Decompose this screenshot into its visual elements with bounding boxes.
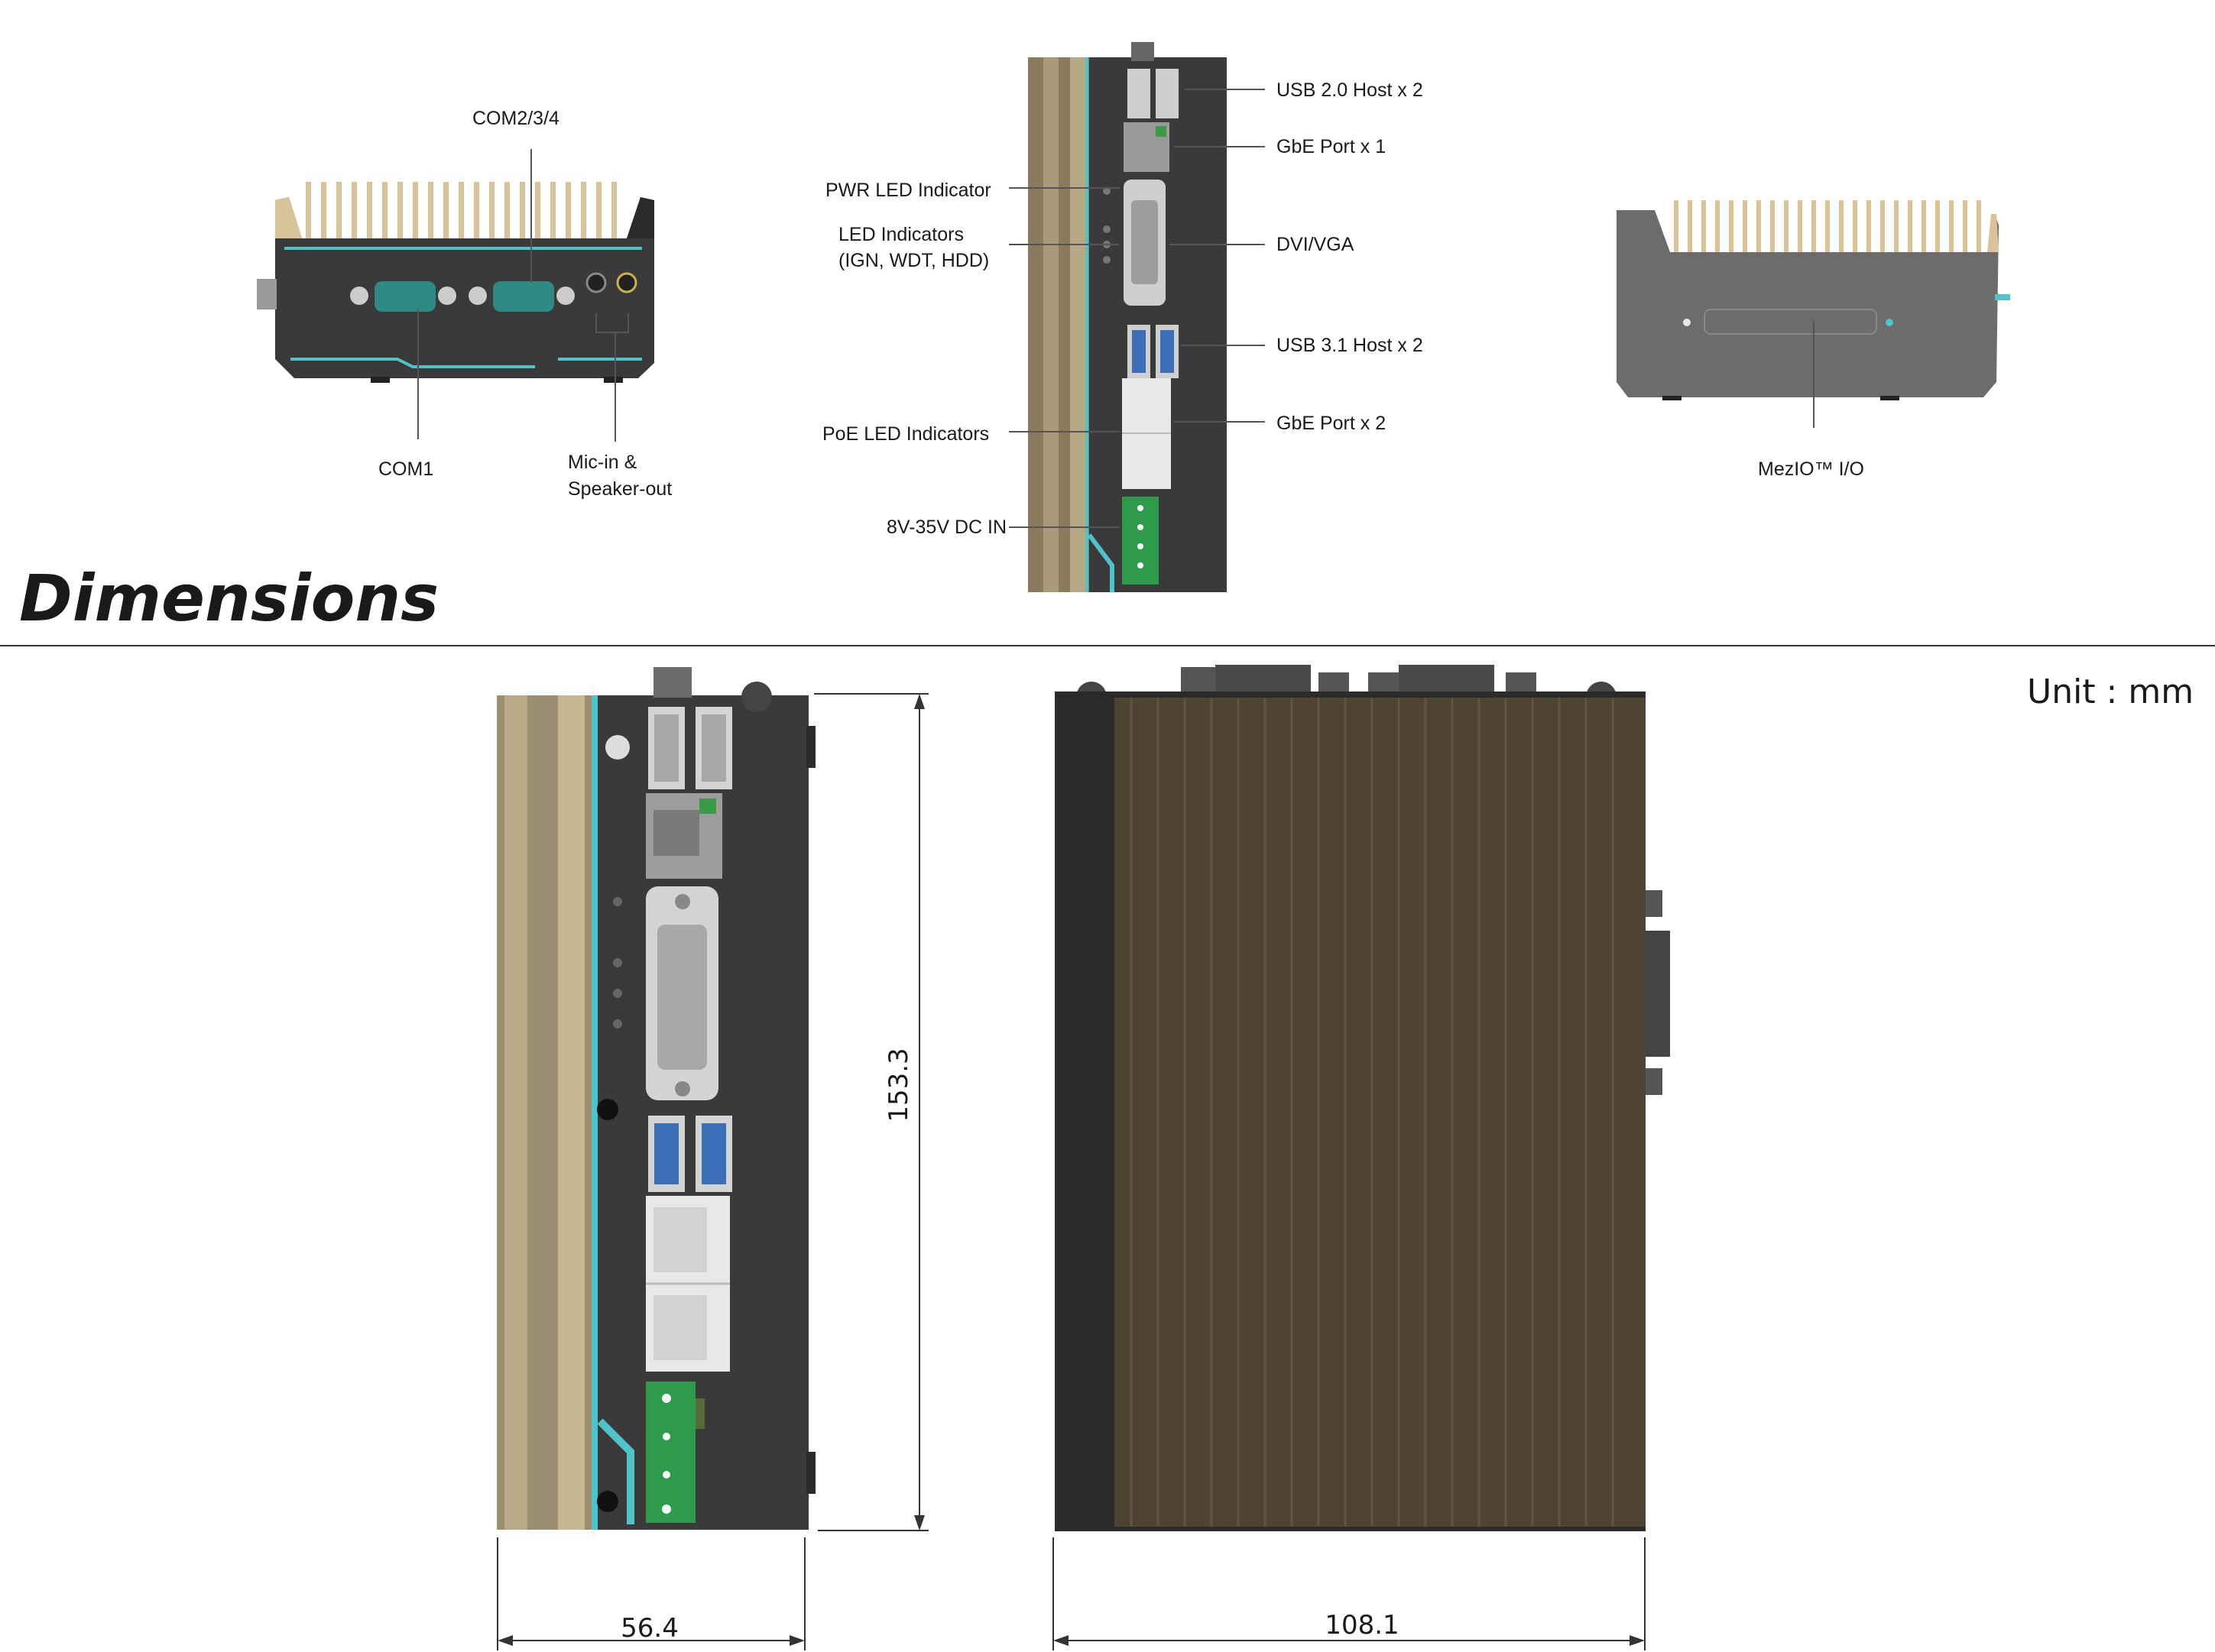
front-view-leaders <box>417 149 629 442</box>
mezio-view-fins <box>1674 200 1981 254</box>
dim-side-view-fins <box>1130 695 1614 1530</box>
label-com234: COM2/3/4 <box>472 108 559 129</box>
front-view-fins <box>306 182 617 241</box>
front-view <box>257 182 654 383</box>
section-title: Dimensions <box>19 561 439 636</box>
dim-rear-view <box>497 667 816 1530</box>
label-gbe1: GbE Port x 1 <box>1276 136 1386 157</box>
dim-height-line <box>814 693 929 1531</box>
label-usb31: USB 3.1 Host x 2 <box>1276 335 1423 356</box>
label-gbe2: GbE Port x 2 <box>1276 413 1386 434</box>
mezio-view <box>1617 200 2010 428</box>
rear-view <box>1028 42 1227 592</box>
unit-label: Unit : mm <box>2027 672 2194 711</box>
dim-side-view <box>1055 665 1670 1531</box>
dim-depth-line <box>1052 1537 1646 1650</box>
rear-view-leaders <box>1009 89 1265 528</box>
label-speaker-out: Speaker-out <box>568 478 672 500</box>
label-mic-in: Mic-in & <box>568 452 637 473</box>
dim-depth-value: 108.1 <box>1325 1610 1399 1641</box>
rear-view-usb31-a <box>1132 330 1146 373</box>
rear-view-dc-terminal <box>1122 497 1159 585</box>
label-poe-led: PoE LED Indicators <box>822 423 989 445</box>
label-mezio: MezIO™ I/O <box>1758 458 1864 480</box>
rear-view-usb20-a <box>1127 69 1150 118</box>
dim-height-value: 153.3 <box>884 1048 914 1122</box>
label-led-indicators: LED Indicators <box>838 224 964 245</box>
dim-width-value: 56.4 <box>621 1613 679 1644</box>
label-usb20: USB 2.0 Host x 2 <box>1276 79 1423 101</box>
label-pwr-led: PWR LED Indicator <box>825 180 991 201</box>
label-com1: COM1 <box>378 458 433 480</box>
label-dc-in: 8V-35V DC IN <box>887 517 1007 538</box>
dim-width-line <box>497 1537 806 1650</box>
label-led-indicators-sub: (IGN, WDT, HDD) <box>838 250 989 271</box>
label-dvi-vga: DVI/VGA <box>1276 234 1354 255</box>
rear-view-usb20-b <box>1156 69 1179 118</box>
rear-view-usb31-b <box>1160 330 1174 373</box>
